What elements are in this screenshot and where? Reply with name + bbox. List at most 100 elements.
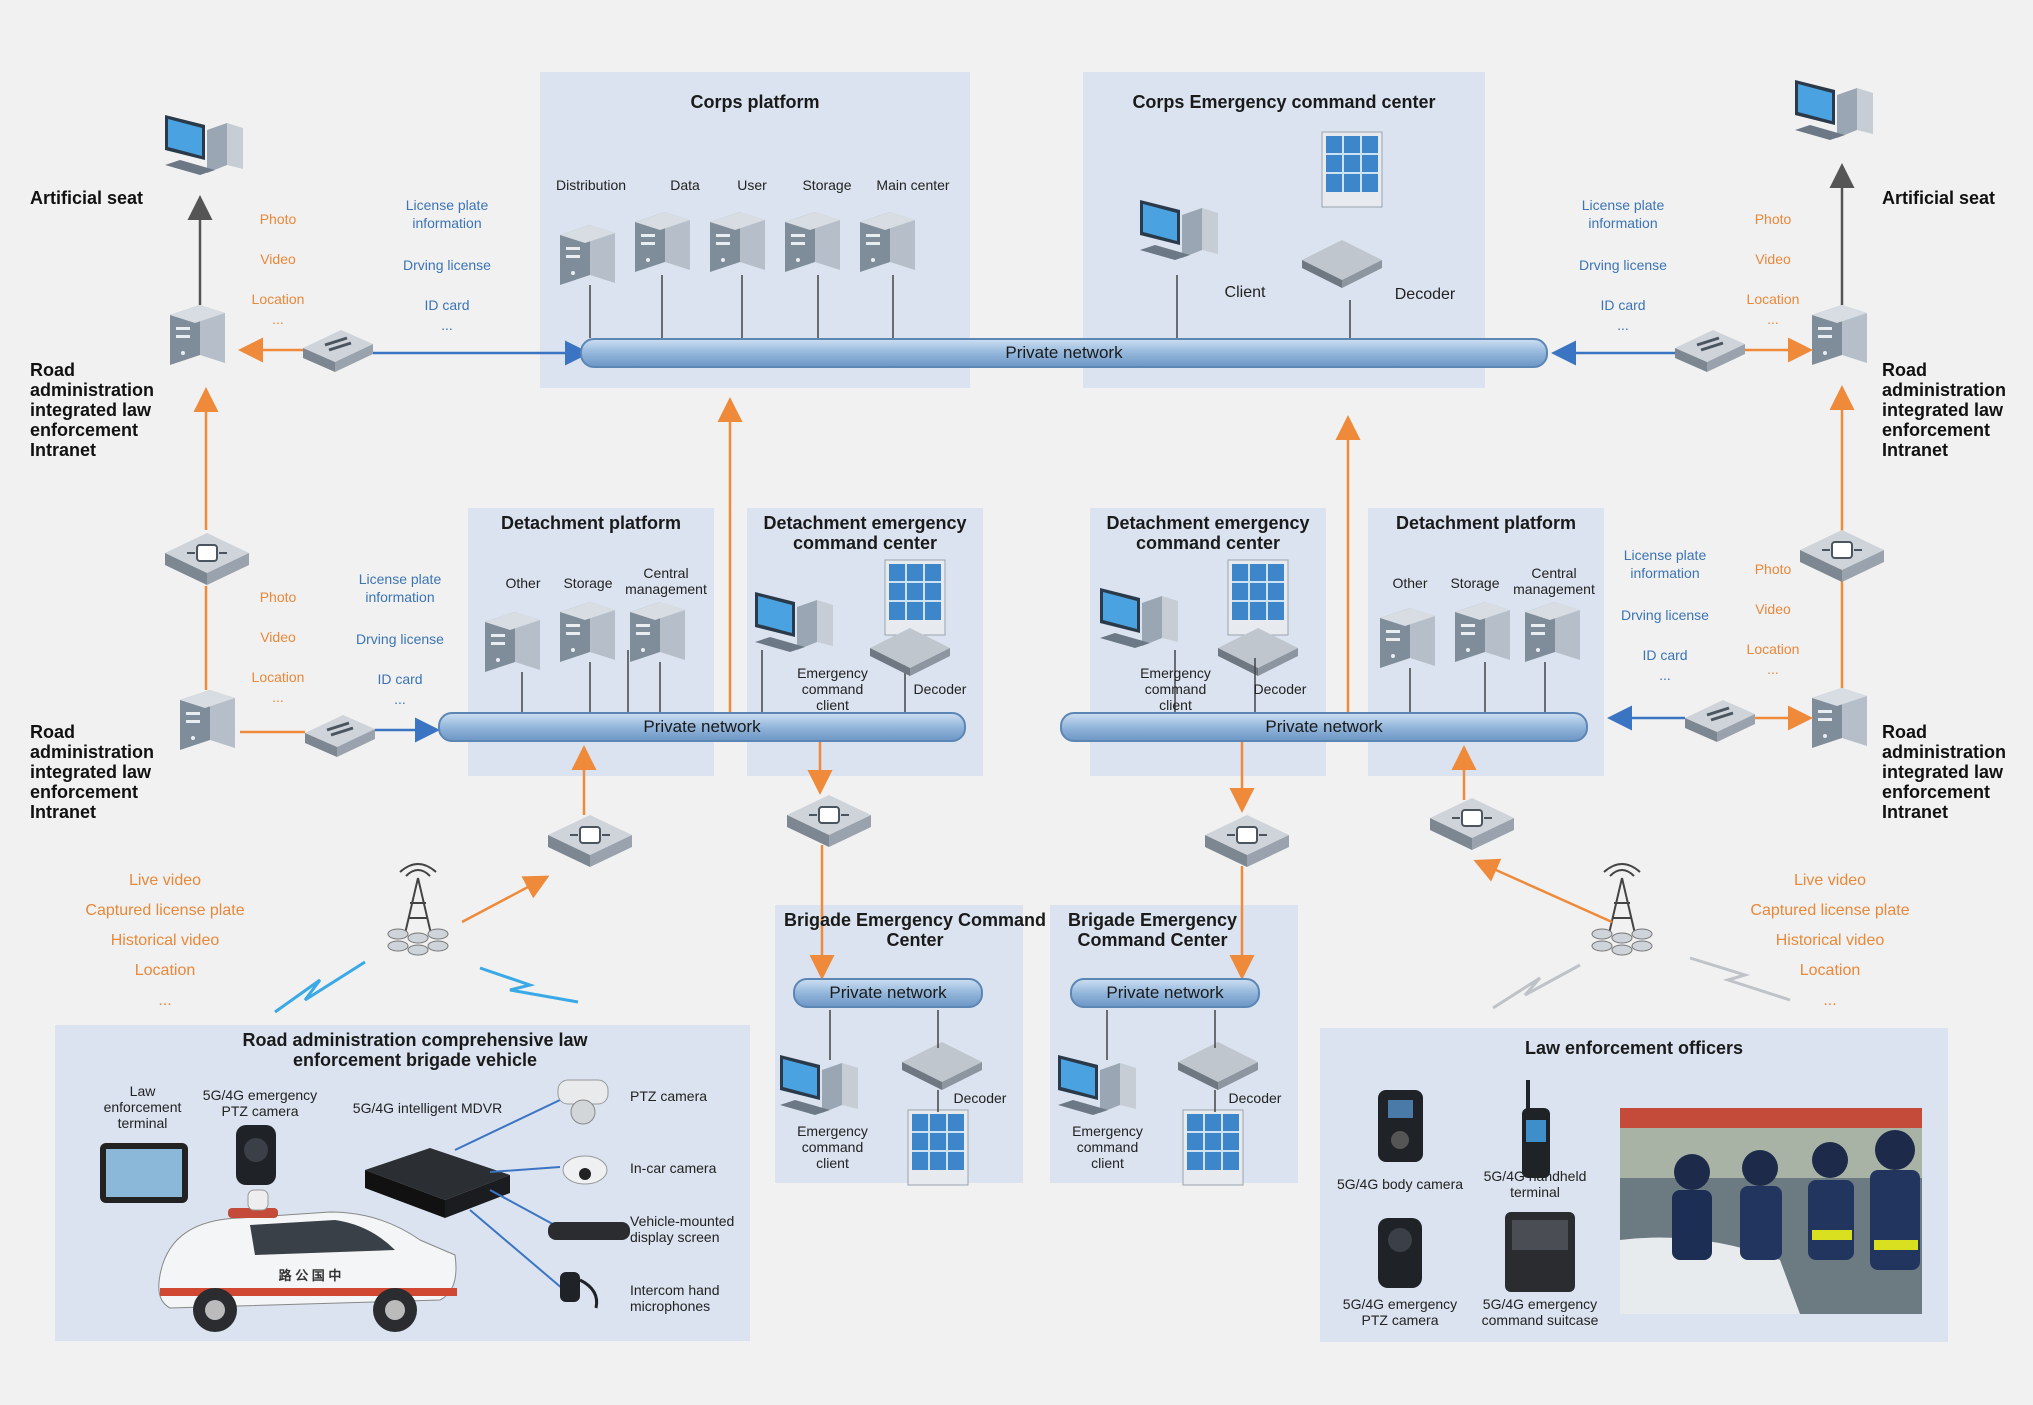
detachment-emergency-left-title: Detachment emergency command center	[763, 513, 967, 553]
road-admin-left-top: Road administration integrated law enfor…	[30, 360, 155, 460]
network-label: Private network	[643, 717, 761, 736]
decoder-label: Decoder	[913, 681, 967, 697]
artificial-seat-left: Artificial seat	[30, 188, 144, 208]
orange-item: Video	[1755, 601, 1791, 617]
artificial-seat-right: Artificial seat	[1882, 188, 1996, 208]
server-label: Distribution	[556, 177, 627, 193]
blue-item: Drving license	[403, 257, 491, 273]
ptz-camera-label: 5G/4G emergency PTZ camera	[1342, 1296, 1458, 1328]
decoder-label: Decoder	[953, 1090, 1007, 1106]
handheld-label: 5G/4G handheld terminal	[1483, 1168, 1587, 1200]
server-label: User	[737, 177, 767, 193]
orange-item: ...	[272, 689, 284, 705]
decoder-label: Decoder	[1394, 286, 1456, 303]
blue-item: Drving license	[356, 631, 444, 647]
brigade-right-private-network: Private network	[1070, 978, 1260, 1008]
detachment-platform-left-title: Detachment platform	[500, 513, 682, 533]
road-admin-left-bottom: Road administration integrated law enfor…	[30, 722, 155, 822]
server-label: Central management	[1513, 565, 1595, 597]
network-label: Private network	[829, 983, 947, 1002]
mdvr-label: 5G/4G intelligent MDVR	[352, 1100, 503, 1116]
orange-item: Photo	[259, 211, 297, 227]
orange-item: Photo	[259, 589, 297, 605]
server-label: Other	[1392, 575, 1428, 591]
live-item: Location	[134, 962, 196, 979]
orange-item: ...	[1767, 311, 1779, 327]
orange-item: Photo	[1754, 561, 1792, 577]
orange-item: Location	[1746, 641, 1800, 657]
blue-item: License plate information	[1623, 547, 1707, 581]
suitcase-label: 5G/4G emergency command suitcase	[1481, 1296, 1599, 1328]
server-label: Storage	[563, 575, 613, 591]
corps-emergency-title: Corps Emergency command center	[1132, 92, 1436, 112]
server-label: Data	[670, 177, 700, 193]
orange-item: Location	[1746, 291, 1800, 307]
blue-item: ID card	[1600, 297, 1646, 313]
ptz-camera-label: PTZ camera	[630, 1088, 708, 1104]
vehicle-title: Road administration comprehensive law en…	[242, 1030, 588, 1070]
live-item: Live video	[1793, 872, 1867, 889]
live-item: ...	[1823, 992, 1837, 1009]
decoder-label: Decoder	[1228, 1090, 1282, 1106]
orange-item: Video	[260, 251, 296, 267]
detachment-left-private-network: Private network	[438, 712, 966, 742]
corps-platform-title: Corps platform	[690, 92, 820, 112]
car-lettering: 路 公 国 中	[278, 1268, 342, 1283]
display-label: Vehicle-mounted display screen	[630, 1213, 735, 1245]
road-admin-right-bottom: Road administration integrated law enfor…	[1882, 722, 2007, 822]
blue-item: Drving license	[1621, 607, 1709, 623]
detachment-emergency-right-title: Detachment emergency command center	[1106, 513, 1310, 553]
client-label: Emergency command client	[1140, 665, 1211, 713]
live-item: ...	[158, 992, 172, 1009]
decoder-label: Decoder	[1253, 681, 1307, 697]
network-label: Private network	[1106, 983, 1224, 1002]
brigade-right-title: Brigade Emergency Command Center	[1067, 910, 1238, 950]
blue-item: Drving license	[1579, 257, 1667, 273]
road-admin-right-top: Road administration integrated law enfor…	[1882, 360, 2007, 460]
officers-title: Law enforcement officers	[1524, 1038, 1744, 1058]
live-item: Captured license plate	[85, 902, 245, 919]
blue-item: ...	[1659, 667, 1671, 683]
blue-item: License plate information	[358, 571, 442, 605]
client-label: Emergency command client	[797, 1123, 868, 1171]
live-item: Historical video	[110, 932, 220, 949]
blue-item: ...	[441, 317, 453, 333]
blue-item: ...	[1617, 317, 1629, 333]
orange-item: ...	[1767, 661, 1779, 677]
terminal-label: Law enforcement terminal	[103, 1083, 182, 1131]
ptz-emergency-label: 5G/4G emergency PTZ camera	[202, 1087, 318, 1119]
detachment-platform-right-title: Detachment platform	[1395, 513, 1577, 533]
detachment-right-private-network: Private network	[1060, 712, 1588, 742]
orange-item: Location	[251, 291, 305, 307]
blue-item: ID card	[424, 297, 470, 313]
intercom-label: Intercom hand microphones	[630, 1282, 720, 1314]
orange-item: ...	[272, 311, 284, 327]
server-label: Storage	[1450, 575, 1500, 591]
orange-item: Video	[260, 629, 296, 645]
client-label: Client	[1224, 284, 1266, 301]
blue-item: License plate information	[1581, 197, 1665, 231]
orange-item: Video	[1755, 251, 1791, 267]
incar-camera-label: In-car camera	[630, 1160, 717, 1176]
server-label: Other	[505, 575, 541, 591]
blue-item: ID card	[377, 671, 423, 687]
server-label: Central management	[625, 565, 707, 597]
body-camera-label: 5G/4G body camera	[1336, 1176, 1464, 1192]
client-label: Emergency command client	[1072, 1123, 1143, 1171]
orange-item: Photo	[1754, 211, 1792, 227]
blue-item: ...	[394, 691, 406, 707]
network-label: Private network	[1005, 343, 1123, 362]
live-item: Historical video	[1775, 932, 1885, 949]
live-item: Captured license plate	[1750, 902, 1910, 919]
corps-private-network: Private network	[580, 338, 1548, 368]
blue-item: ID card	[1642, 647, 1688, 663]
blue-item: License plate information	[405, 197, 489, 231]
brigade-left-private-network: Private network	[793, 978, 983, 1008]
server-label: Storage	[802, 177, 852, 193]
live-item: Live video	[128, 872, 202, 889]
client-label: Emergency command client	[797, 665, 868, 713]
network-label: Private network	[1265, 717, 1383, 736]
server-label: Main center	[876, 177, 950, 193]
orange-item: Location	[251, 669, 305, 685]
